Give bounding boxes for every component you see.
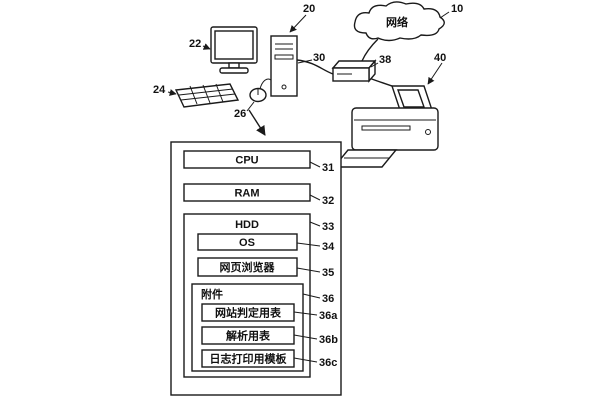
monitor-screen xyxy=(214,30,254,60)
leader-36b xyxy=(293,334,318,340)
leader-36 xyxy=(302,293,321,299)
cloud-shape xyxy=(353,1,445,42)
network-label: 网络 xyxy=(386,15,408,29)
keyboard-col-1 xyxy=(189,85,198,105)
leader-24 xyxy=(167,89,177,96)
monitor-base xyxy=(219,67,249,74)
attachment-label: 附件 xyxy=(201,287,223,301)
ref-24: 24 xyxy=(153,84,166,96)
ref-32: 32 xyxy=(322,195,334,207)
ref-36c: 36c xyxy=(319,357,337,369)
leader-30 xyxy=(297,59,313,64)
ram-box xyxy=(183,183,311,202)
leader-36c xyxy=(293,357,318,363)
browser-label: 网页浏览器 xyxy=(220,260,276,274)
ref-36b: 36b xyxy=(319,334,338,346)
ref-22: 22 xyxy=(189,38,201,50)
leader-33 xyxy=(309,221,321,227)
leader-38 xyxy=(370,62,379,68)
keyboard-col-3 xyxy=(215,83,224,103)
os-box xyxy=(197,233,298,251)
ref-40: 40 xyxy=(434,52,446,64)
keyboard-col-2 xyxy=(202,84,211,104)
ref-31: 31 xyxy=(322,162,334,174)
ref-10: 10 xyxy=(451,3,463,15)
arrow-to-block-diagram xyxy=(248,109,266,136)
log-template-label: 日志打印用模板 xyxy=(210,352,288,366)
ref-34: 34 xyxy=(322,241,335,253)
ref-33: 33 xyxy=(322,221,334,233)
leader-35 xyxy=(296,267,321,273)
block-diagram: CPU 31 RAM 32 HDD 33 OS 34 网页浏览器 35 附件 3… xyxy=(170,141,342,396)
network-cloud: 网络 10 xyxy=(353,1,463,42)
tower-power-button xyxy=(281,84,287,90)
leader-10 xyxy=(439,11,450,19)
monitor-neck xyxy=(228,62,240,69)
leader-31 xyxy=(309,161,321,168)
printer-button xyxy=(425,129,431,135)
ref-26: 26 xyxy=(234,108,246,120)
leader-20 xyxy=(289,14,307,33)
keyboard: 24 xyxy=(153,83,240,108)
ref-36a: 36a xyxy=(319,310,338,322)
parse-table-label: 解析用表 xyxy=(226,329,271,343)
leader-22 xyxy=(202,43,211,50)
cable-tower-to-modem xyxy=(296,59,334,75)
os-label: OS xyxy=(239,237,255,249)
cpu-box xyxy=(183,150,311,169)
leader-36a xyxy=(293,311,318,316)
monitor: 22 xyxy=(189,26,258,74)
modem-device: 38 xyxy=(331,54,391,83)
site-table-label: 网站判定用表 xyxy=(215,306,282,320)
ram-label: RAM xyxy=(234,188,259,200)
leader-26 xyxy=(246,101,255,112)
cpu-label: CPU xyxy=(235,155,258,167)
leader-34 xyxy=(296,242,321,247)
tower-drive-bay xyxy=(274,54,294,60)
printer: 40 xyxy=(332,52,446,168)
ref-35: 35 xyxy=(322,267,334,279)
tower-case xyxy=(270,35,298,97)
ref-20: 20 xyxy=(303,3,315,15)
leader-40 xyxy=(427,62,443,85)
printer-body xyxy=(351,107,439,151)
hdd-label: HDD xyxy=(235,219,259,231)
leader-32 xyxy=(309,194,321,201)
computer-tower: 20 30 xyxy=(270,3,325,97)
ref-36: 36 xyxy=(322,293,334,305)
ref-30: 30 xyxy=(313,52,325,64)
printer-paper xyxy=(397,89,425,108)
printer-output-slot xyxy=(361,125,411,131)
ref-38: 38 xyxy=(379,54,391,66)
browser-box xyxy=(197,257,298,277)
modem-top xyxy=(331,60,377,69)
cable-modem-to-cloud xyxy=(361,38,379,62)
mouse-cable xyxy=(259,78,272,90)
mouse: 26 xyxy=(234,78,272,120)
